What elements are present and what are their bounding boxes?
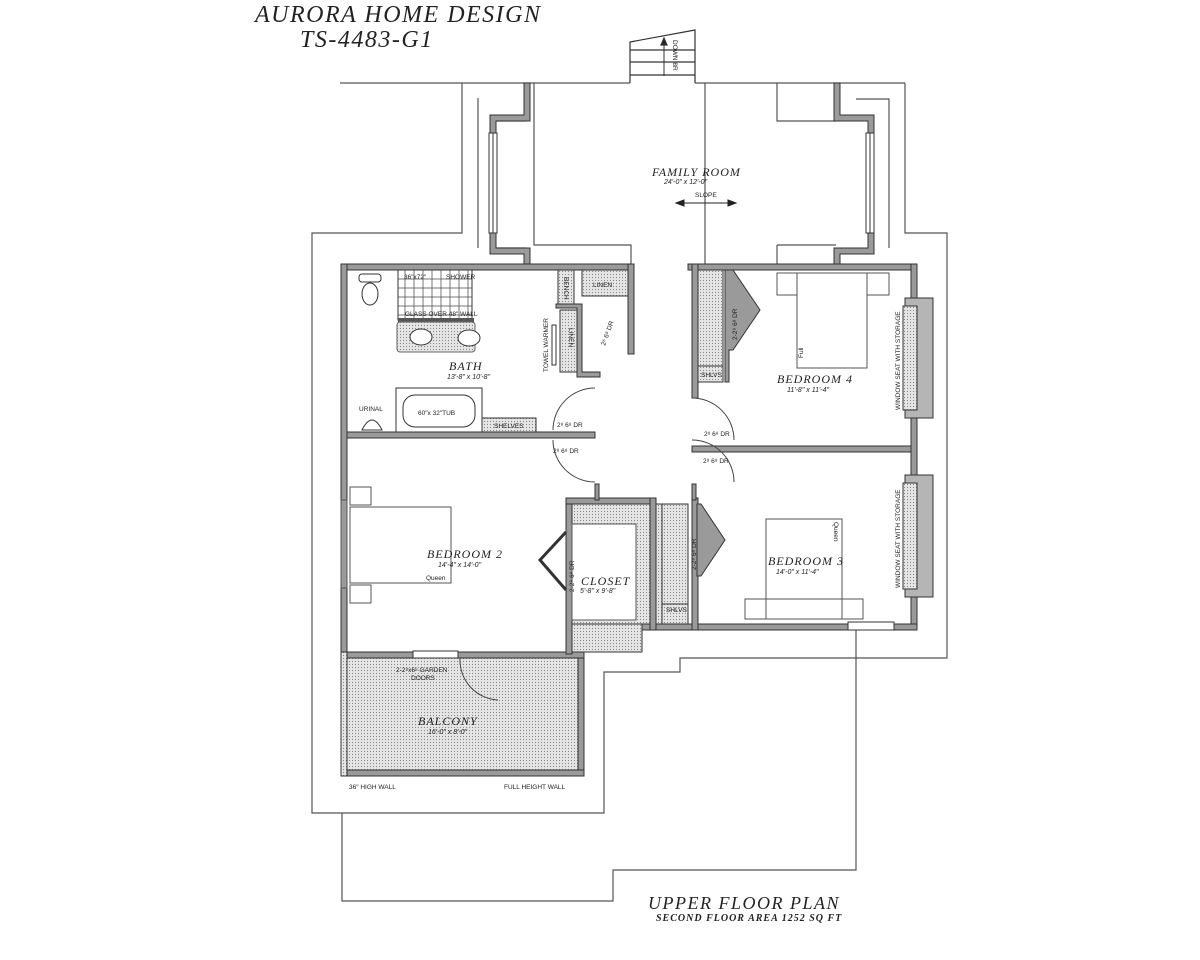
shelves-label: SHELVES	[494, 423, 524, 430]
bath-name: BATH	[449, 359, 483, 373]
bed-b4-label: Full	[798, 347, 805, 358]
family-room-dims: 24'-0" x 12'-0"	[663, 179, 708, 186]
bed4-door-label: 2⁸ 6⁸ DR	[704, 431, 730, 438]
bench-label: BENCH	[562, 277, 569, 300]
linen-top-label: LINEN	[593, 282, 612, 289]
family-room-name: FAMILY ROOM	[651, 165, 741, 179]
window-seat-b4-label: WINDOW SEAT WITH STORAGE	[895, 311, 902, 410]
urinal-label: URINAL	[359, 406, 383, 413]
bed-b2-label: Queen	[426, 575, 446, 582]
shower-size-label: 36"x72"	[404, 274, 427, 281]
bedroom4-fixtures	[697, 269, 934, 419]
b4-shlvs-label: SHLVS	[701, 372, 722, 379]
floor-area: SECOND FLOOR AREA 1252 SQ FT	[656, 913, 843, 924]
roof-outline	[311, 82, 948, 902]
garden-doors-label-2: DOORS	[411, 675, 436, 682]
closet-dims: 5'-8" x 9'-8"	[580, 588, 616, 595]
bath-door-label: 2⁸ 6⁸ DR	[557, 422, 583, 429]
bedroom4-name: BEDROOM 4	[777, 372, 853, 386]
garden-doors-label-1: 2-2⁸x6⁸ GARDEN	[396, 667, 448, 674]
tub-label: 60"x 32"TUB	[418, 410, 455, 417]
bath-fixtures	[358, 269, 629, 433]
plan-title: UPPER FLOOR PLAN	[648, 893, 840, 913]
window-seat-b3-label: WINDOW SEAT WITH STORAGE	[895, 489, 902, 588]
closet-name: CLOSET	[581, 574, 631, 588]
bed-b3-label: Queen	[832, 522, 839, 542]
interior-walls	[346, 263, 912, 655]
bed3-door-label: 2⁸ 6⁸ DR	[703, 458, 729, 465]
high-wall-label: 36" HIGH WALL	[349, 784, 396, 791]
bedroom3-name: BEDROOM 3	[768, 554, 844, 568]
bedroom2-name: BEDROOM 2	[427, 547, 503, 561]
company-name: AURORA HOME DESIGN	[255, 2, 542, 28]
b3-shlvs-label: SHLVS	[666, 607, 687, 614]
plan-footer: UPPER FLOOR PLAN SECOND FLOOR AREA 1252 …	[648, 893, 842, 924]
bath-dims: 13'-8" x 10'-8"	[447, 374, 491, 381]
bedroom2-dims: 14'-4" x 14'-0"	[438, 562, 482, 569]
title-block: AURORA HOME DESIGN TS-4483-G1	[255, 2, 542, 52]
full-wall-label: FULL HEIGHT WALL	[504, 784, 566, 791]
towel-warmer-label: TOWEL WARMER	[543, 318, 550, 372]
bed2-door-label: 2⁸ 6⁸ DR	[553, 448, 579, 455]
balcony-dims: 16'-0" x 8'-0"	[428, 729, 468, 736]
b3-closet-door-label: 2-2⁸ 6⁸ DR	[691, 538, 698, 570]
b2-closet-door-label: 2-2⁸ 6⁸ DR	[569, 560, 576, 592]
linen-door-label: 2⁶ 6⁸ DR	[600, 320, 615, 347]
bedroom3-fixtures	[655, 474, 934, 631]
bedroom2-closet	[537, 503, 651, 653]
linen-side-label: LINEN	[567, 328, 574, 347]
bedroom3-dims: 14'-0" x 11'-4"	[776, 569, 819, 576]
slope-arrow	[674, 199, 738, 207]
stair-label: DOWN 8R	[671, 40, 678, 71]
balcony-name: BALCONY	[418, 714, 478, 728]
shower-label: SHOWER	[446, 274, 476, 281]
stair	[629, 29, 696, 83]
plan-number: TS-4483-G1	[300, 27, 434, 53]
b4-closet-door-label: 2-2⁸ 6⁸ DR	[732, 308, 739, 340]
bedroom2-furniture	[340, 486, 452, 604]
balcony	[340, 650, 579, 777]
bedroom4-dims: 11'-8" x 11'-4"	[787, 387, 830, 394]
family-room-slope: SLOPE	[695, 192, 717, 199]
glass-label: GLASS OVER 48" WALL	[405, 311, 478, 318]
